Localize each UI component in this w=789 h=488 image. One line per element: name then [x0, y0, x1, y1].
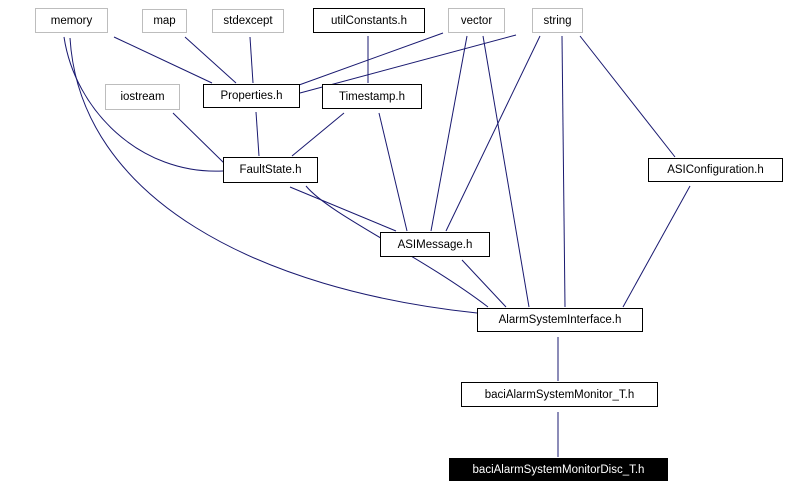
node-timestamp-label: Timestamp.h: [338, 90, 406, 103]
node-asimessage[interactable]: ASIMessage.h: [380, 232, 490, 257]
edge-alarmsysteminterface-to-vector: [482, 35, 530, 308]
node-utilconstants-label: utilConstants.h: [330, 14, 408, 27]
node-memory[interactable]: memory: [35, 8, 108, 33]
node-vector-label: vector: [460, 14, 493, 27]
edge-properties-to-map: [184, 36, 237, 84]
node-string-label: string: [543, 14, 572, 27]
node-map[interactable]: map: [142, 9, 187, 33]
node-string[interactable]: string: [532, 8, 583, 33]
node-iostream[interactable]: iostream: [105, 84, 180, 110]
edge-properties-to-memory: [113, 36, 213, 84]
edge-alarmsysteminterface-to-asiconfiguration: [622, 185, 691, 308]
edge-faultstate-to-properties: [255, 111, 260, 157]
edge-faultstate-to-timestamp: [291, 112, 345, 157]
node-asiconfiguration-label: ASIConfiguration.h: [667, 164, 764, 176]
edge-faultstate-to-iostream: [172, 112, 225, 164]
node-faultstate[interactable]: FaultState.h: [223, 157, 318, 183]
edge-properties-to-vector: [298, 32, 444, 86]
node-properties[interactable]: Properties.h: [203, 84, 300, 108]
node-bacialarmsystemmonitor-label: baciAlarmSystemMonitor_T.h: [484, 388, 635, 401]
node-utilconstants[interactable]: utilConstants.h: [313, 8, 425, 33]
node-map-label: map: [153, 15, 176, 27]
edge-alarmsysteminterface-to-memory: [69, 37, 478, 314]
node-asimessage-label: ASIMessage.h: [397, 238, 473, 251]
node-faultstate-label: FaultState.h: [239, 164, 302, 176]
node-properties-label: Properties.h: [220, 90, 283, 102]
edge-alarmsysteminterface-to-string: [561, 35, 566, 308]
edge-faultstate-to-memory: [63, 36, 224, 172]
edge-asimessage-to-timestamp: [378, 112, 408, 232]
node-asiconfiguration[interactable]: ASIConfiguration.h: [648, 158, 783, 182]
node-bacialarmsystemmonitordisc-label: baciAlarmSystemMonitorDisc_T.h: [472, 463, 645, 476]
node-stdexcept-label: stdexcept: [223, 15, 273, 27]
node-bacialarmsystemmonitordisc: baciAlarmSystemMonitorDisc_T.h: [449, 458, 668, 481]
node-alarmsysteminterface[interactable]: AlarmSystemInterface.h: [477, 308, 643, 332]
edge-asimessage-to-vector: [430, 35, 468, 232]
node-alarmsysteminterface-label: AlarmSystemInterface.h: [498, 314, 622, 326]
edge-properties-to-stdexcept: [249, 36, 254, 84]
edge-alarmsysteminterface-to-asimessage: [461, 259, 507, 308]
node-stdexcept[interactable]: stdexcept: [212, 9, 284, 33]
edge-asimessage-to-faultstate: [289, 186, 397, 232]
node-timestamp[interactable]: Timestamp.h: [322, 84, 422, 109]
edge-properties-to-string: [299, 34, 517, 94]
edge-asiconfiguration-to-string: [579, 35, 676, 158]
node-iostream-label: iostream: [120, 91, 165, 103]
edge-asimessage-to-string: [445, 35, 541, 232]
node-vector[interactable]: vector: [448, 8, 505, 33]
node-memory-label: memory: [50, 14, 93, 27]
node-bacialarmsystemmonitor[interactable]: baciAlarmSystemMonitor_T.h: [461, 382, 658, 407]
